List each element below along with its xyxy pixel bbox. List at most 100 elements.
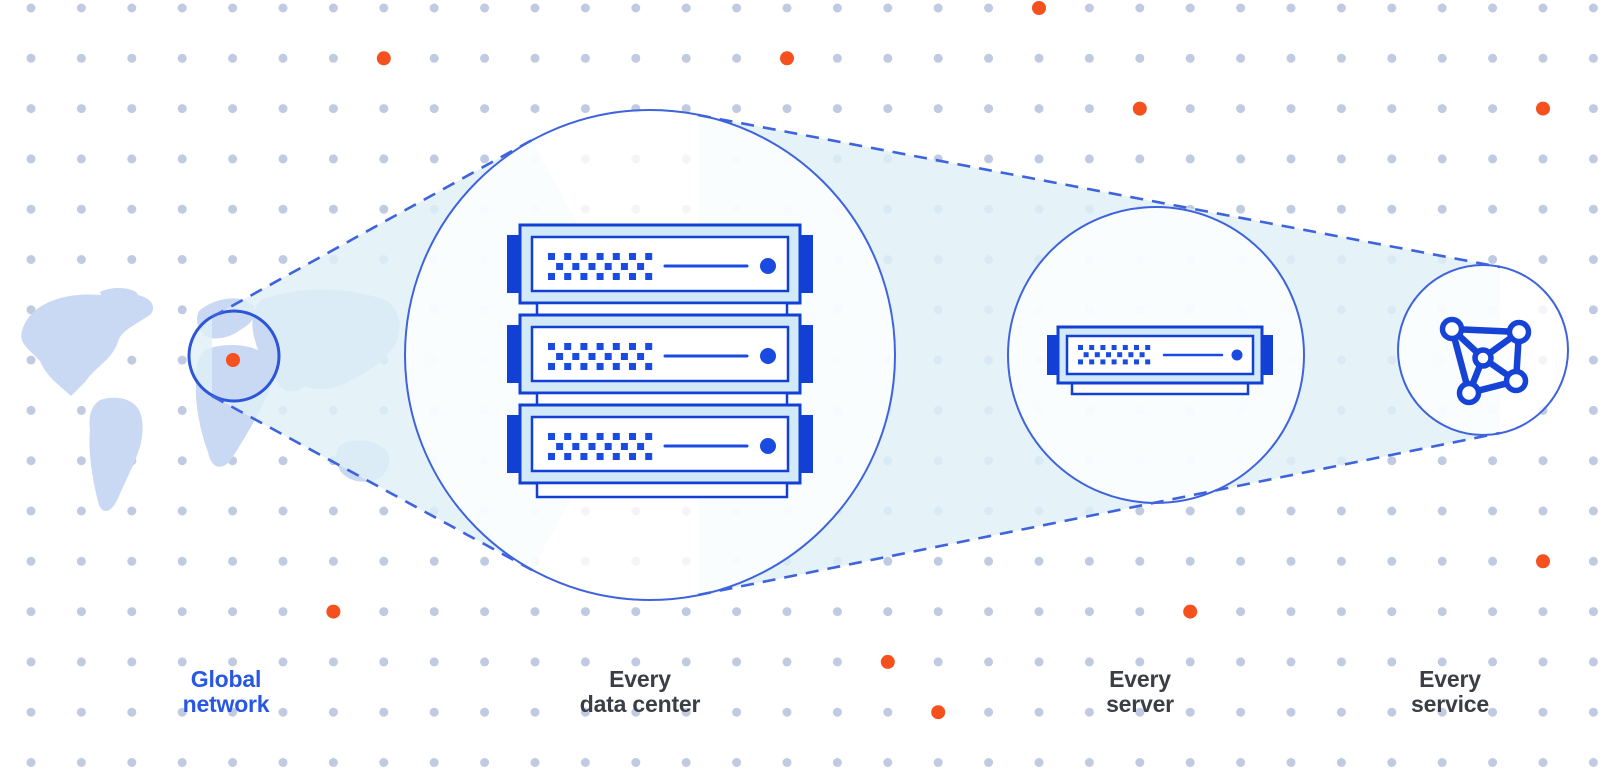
grid-dot [429, 607, 439, 617]
grid-dot [76, 3, 86, 13]
grid-dot [1588, 506, 1598, 516]
grid-dot-orange [1132, 101, 1147, 116]
grid-dot [681, 758, 691, 767]
label-global-network: Global network [183, 667, 270, 717]
grid-dot [631, 707, 641, 717]
grid-dot [379, 154, 389, 164]
grid-dot-orange [880, 654, 895, 669]
grid-dot [1336, 53, 1346, 63]
grid-dot-orange [1183, 604, 1198, 619]
grid-dot [127, 657, 137, 667]
grid-dot [832, 53, 842, 63]
grid-dot [1488, 506, 1498, 516]
grid-dot [1185, 707, 1195, 717]
grid-dot [76, 506, 86, 516]
grid-dot [177, 3, 187, 13]
grid-dot [1084, 3, 1094, 13]
grid-dot [1084, 657, 1094, 667]
grid-dot-orange [1032, 1, 1046, 15]
grid-dot [1387, 3, 1397, 13]
grid-dot [933, 758, 943, 767]
grid-dot [228, 204, 238, 214]
grid-dot [1488, 707, 1498, 717]
grid-dot [228, 556, 238, 566]
grid-dot [984, 758, 994, 767]
grid-dot [278, 456, 288, 466]
grid-dot [480, 556, 490, 566]
grid-dot [228, 154, 238, 164]
grid-dot [1286, 607, 1296, 617]
grid-dot [1336, 104, 1346, 114]
grid-dot [177, 456, 187, 466]
grid-dot [1034, 607, 1044, 617]
grid-dot [530, 758, 540, 767]
grid-dot [76, 154, 86, 164]
grid-dot [1437, 53, 1447, 63]
grid-dot [1387, 556, 1397, 566]
grid-dot [1488, 255, 1498, 264]
grid-dot [933, 104, 943, 114]
grid-dot [76, 707, 86, 717]
grid-dot [530, 3, 540, 13]
grid-dot [1437, 104, 1447, 114]
grid-dot [681, 104, 691, 114]
grid-dot [1437, 707, 1447, 717]
grid-dot [933, 607, 943, 617]
map-highlight-circle [187, 309, 281, 403]
grid-dot [732, 758, 742, 767]
grid-dot [429, 556, 439, 566]
grid-dot [1488, 53, 1498, 63]
grid-dot [832, 657, 842, 667]
grid-dot [782, 104, 792, 114]
grid-dot [76, 255, 86, 264]
grid-dot [1034, 53, 1044, 63]
grid-dot [328, 657, 338, 667]
grid-dot [1336, 506, 1346, 516]
grid-dot [883, 104, 893, 114]
grid-dot [1034, 556, 1044, 566]
grid-dot [278, 53, 288, 63]
grid-dot [429, 3, 439, 13]
grid-dot [1236, 758, 1246, 767]
grid-dot [883, 3, 893, 13]
grid-dot [580, 53, 590, 63]
grid-dot [530, 707, 540, 717]
grid-dot [1236, 607, 1246, 617]
grid-dot [480, 3, 490, 13]
grid-dot [480, 53, 490, 63]
rack-tray [535, 391, 789, 407]
grid-dot [1286, 556, 1296, 566]
dashed-line-upper-left [211, 138, 533, 319]
grid-dot [328, 53, 338, 63]
grid-dot [26, 506, 36, 516]
dashed-line-lower-left [211, 394, 533, 572]
grid-dot [1538, 204, 1548, 214]
grid-dot [379, 506, 389, 516]
grid-dot [228, 707, 238, 717]
grid-dot [26, 355, 36, 365]
grid-dot [883, 607, 893, 617]
grid-dot [26, 758, 36, 767]
server-icon [1047, 325, 1273, 396]
grid-dot [933, 3, 943, 13]
rack-base [535, 481, 789, 499]
grid-dot [1387, 506, 1397, 516]
grid-dot [732, 104, 742, 114]
grid-dot [278, 506, 288, 516]
grid-dot [76, 204, 86, 214]
grid-dot [1588, 255, 1598, 264]
grid-dot [76, 405, 86, 415]
grid-dot [228, 758, 238, 767]
grid-dot [228, 53, 238, 63]
label-line: Every [1419, 666, 1481, 692]
grid-dot [328, 506, 338, 516]
grid-dot [379, 104, 389, 114]
continent-south-america [89, 397, 143, 511]
label-line: service [1411, 691, 1489, 717]
grid-dot [1135, 53, 1145, 63]
dashed-line-lower-right [697, 431, 1501, 597]
grid-dot [530, 657, 540, 667]
grid-dot [278, 3, 288, 13]
grid-dot [1286, 204, 1296, 214]
